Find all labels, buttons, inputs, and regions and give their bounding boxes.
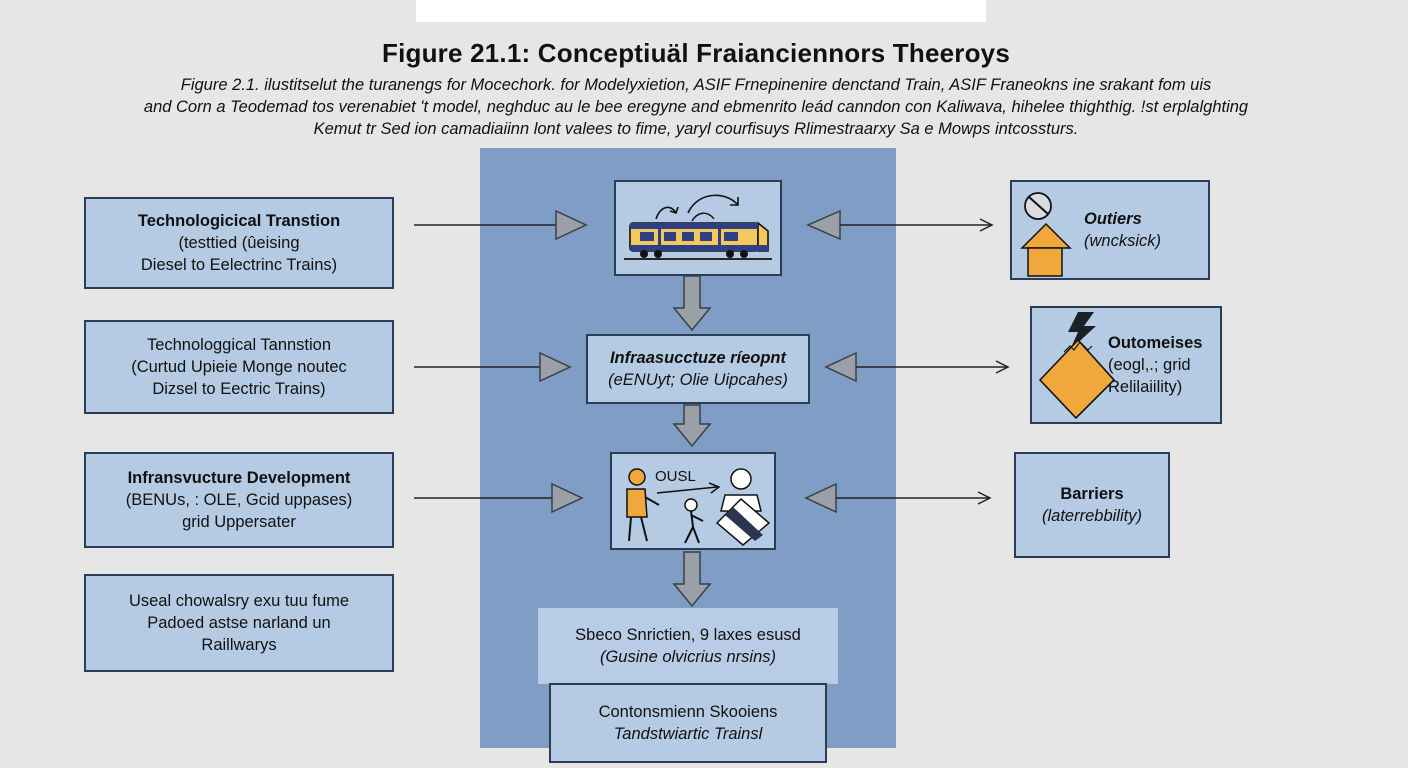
box-line: Tandstwiartic Trainsl <box>613 725 763 743</box>
box-heading: Outiers <box>1084 210 1142 228</box>
box-heading: Sbeco Snrictien, 9 laxes esusd <box>575 626 801 644</box>
train-icon <box>624 194 772 260</box>
box-line: (eogl,.; grid <box>1108 356 1191 374</box>
box-heading: Infransvucture Development <box>127 469 351 487</box>
arrow-tip <box>977 491 992 505</box>
box-heading: Technologgical Tannstion <box>146 336 332 354</box>
box-line: grid Uppersater <box>182 513 296 531</box>
box-line: (Gusine olvicrius nrsins) <box>599 648 777 666</box>
people-box: OUSL <box>610 452 776 550</box>
left-box-technological-transition: Technologicical Transtion (testtied (ûei… <box>84 197 394 289</box>
box-line: Diesel to Eelectrinc Trains) <box>140 256 338 274</box>
left-box-railways: Useal chowalsry exu tuu fume Padoed asts… <box>84 574 394 672</box>
box-heading: Barriers <box>1060 485 1124 503</box>
caption-line: Kemut tr Sed ion camadiaiinn lont valees… <box>313 120 1079 138</box>
train-box <box>614 180 782 276</box>
house-icon <box>1020 222 1072 277</box>
figure-caption: Figure 2.1. ilustitselut the turanengs f… <box>40 74 1352 140</box>
arrowhead <box>804 482 837 514</box>
box-heading: Technologicical Transtion <box>137 212 341 230</box>
left-box-technological-transition-2: Technologgical Tannstion (Curtud Upieie … <box>84 320 394 414</box>
arrowhead <box>539 351 572 383</box>
top-white-strip <box>416 0 986 22</box>
box-heading: Useal chowalsry exu tuu fume <box>128 592 350 610</box>
arrowhead <box>555 209 588 241</box>
people-illustration: OUSL <box>626 468 771 546</box>
people-label: OUSL <box>655 468 696 485</box>
box-line: (Curtud Upieie Monge noutec <box>131 358 347 376</box>
child-icon <box>684 498 704 544</box>
box-line: Dizsel to Eectric Trains) <box>152 380 326 398</box>
right-box-outliers: Outiers (wncksick) <box>1010 180 1210 280</box>
arrowhead <box>806 209 841 241</box>
box-heading: Contonsmienn Skooiens <box>598 703 778 721</box>
down-arrow <box>672 404 712 448</box>
arrow-tip <box>995 360 1010 374</box>
infrastructure-box: Infraasucctuze ríeopnt (eENUyt; Olie Uip… <box>586 334 810 404</box>
left-box-infrastructure-development: Infransvucture Development (BENUs, : OLE… <box>84 452 394 548</box>
sash-icon <box>715 497 771 546</box>
box-line: Raillwarys <box>201 636 277 654</box>
outcome-box: Sbeco Snrictien, 9 laxes esusd (Gusine o… <box>538 608 838 684</box>
box-line: (laterrebbility) <box>1042 507 1142 525</box>
caption-line: Figure 2.1. ilustitselut the turanengs f… <box>180 76 1212 94</box>
worker-icon <box>626 468 660 542</box>
figure-title: Figure 21.1: Conceptiuäl Fraianciennors … <box>382 38 1010 68</box>
down-arrow <box>672 275 712 332</box>
right-box-barriers: Barriers (laterrebbility) <box>1014 452 1170 558</box>
lightning-icon <box>1068 312 1096 350</box>
box-heading: Outomeises <box>1108 334 1203 352</box>
outliers-icon-group <box>1020 192 1072 277</box>
down-arrow <box>672 551 712 608</box>
pile-icon <box>1038 338 1116 420</box>
arrowhead <box>551 482 584 514</box>
arrowhead <box>824 351 857 383</box>
right-box-outcomes: Outomeises (eogl,.; grid Relilaiility) <box>1030 306 1222 424</box>
arrow-tip <box>979 218 994 232</box>
box-line: (BENUs, : OLE, Gcid uppases) <box>125 491 353 509</box>
box-line: Padoed astse narland un <box>147 614 331 632</box>
box-line: Relilaiility) <box>1108 378 1183 396</box>
bottom-box: Contonsmienn Skooiens Tandstwiartic Trai… <box>549 683 827 763</box>
box-line: (eENUyt; Olie Uipcahes) <box>608 371 788 389</box>
box-heading: Infraasucctuze ríeopnt <box>609 349 787 367</box>
box-line: (testtied (ûeising <box>178 234 300 252</box>
outcomes-icon-group <box>1038 312 1116 420</box>
no-entry-icon <box>1024 192 1052 220</box>
box-line: (wncksick) <box>1084 232 1161 250</box>
caption-line: and Corn a Teodemad tos verenabiet 't mo… <box>143 98 1249 116</box>
